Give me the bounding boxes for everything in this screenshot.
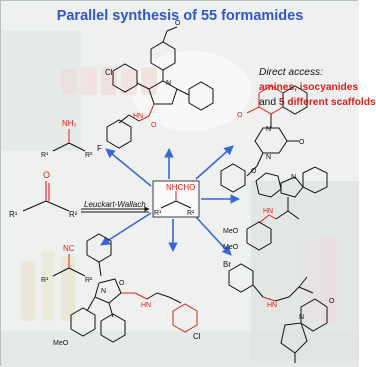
- arrow-to-amine: [105, 148, 152, 187]
- isoquinoline-o2: O: [251, 168, 257, 175]
- center-r2: R²: [187, 210, 195, 217]
- arrow-to-isocyanide: [100, 212, 152, 246]
- pyrrolone-meo: MeO: [53, 340, 69, 347]
- ketone-r2: R²: [69, 210, 78, 219]
- benzodiazepine-n: N: [299, 314, 304, 321]
- lab-background: [1, 1, 359, 367]
- benzimidazole-n: N: [291, 174, 296, 181]
- amine-nh2: NH₂: [62, 119, 77, 128]
- isocyanide-r2: R²: [85, 277, 93, 284]
- amine-r2: R²: [85, 152, 93, 159]
- isoquinoline-n2: N: [266, 154, 271, 161]
- ketone-r1: R¹: [9, 210, 18, 219]
- isoquinoline-scaffold: [220, 85, 308, 193]
- benzimidazole-meo1: MeO: [223, 228, 239, 235]
- direct-access-note: Direct access: amines, isocyanides and 5…: [259, 65, 376, 110]
- isocyanide-r1: R¹: [41, 277, 49, 284]
- arrow-to-isoquinoline: [195, 145, 234, 180]
- pyrrolone-scaffold: [70, 233, 198, 343]
- amine-r1: R¹: [41, 152, 49, 159]
- reaction-name: Leuckart-Wallach: [84, 200, 146, 209]
- benzimidazole-hn: HN: [263, 208, 273, 215]
- isocyanide-structure: [52, 254, 86, 277]
- imidazole-f: F: [97, 144, 102, 153]
- benzodiazepine-scaffold: [228, 263, 328, 363]
- benzodiazepine-br: Br: [223, 260, 231, 269]
- imidazole-o: O: [151, 122, 157, 129]
- pyrrolone-o: O: [119, 280, 125, 287]
- isoquinoline-meo: O: [237, 112, 243, 119]
- leuckart-arrow: [81, 206, 150, 213]
- benzodiazepine-o: O: [329, 298, 335, 305]
- direct-access-heading: Direct access:: [259, 67, 323, 78]
- direct-access-reagents: amines, isocyanides: [259, 82, 359, 93]
- direct-access-scaffolds: 5 different scaffolds: [278, 97, 376, 108]
- pyrrolone-n: N: [101, 288, 106, 295]
- imidazole-scaffold: [106, 26, 214, 149]
- pyrrolone-hn: HN: [141, 302, 151, 309]
- imidazole-cl: Cl: [105, 68, 113, 77]
- imidazole-methoxy: O: [175, 20, 181, 27]
- amine-structure: [52, 129, 86, 152]
- ketone-structure: [22, 181, 70, 212]
- benzodiazepine-hn: HN: [267, 302, 277, 309]
- direct-access-and: and: [259, 97, 276, 108]
- isocyanide-nc: NC: [63, 244, 75, 253]
- imidazole-n: N: [166, 80, 171, 87]
- pyrrolone-cl: Cl: [193, 332, 201, 341]
- benzimidazole-meo2: MeO: [223, 244, 239, 251]
- isoquinoline-o: O: [299, 139, 305, 146]
- benzimidazole-scaffold: [246, 166, 328, 251]
- center-r1: R¹: [154, 210, 162, 217]
- imidazole-hn: HN: [133, 113, 143, 120]
- reaction-scheme: O R¹ R² NHCHO R¹ R²: [9, 20, 335, 363]
- arrow-to-benzodiazepine: [195, 216, 232, 256]
- ketone-oxygen: O: [43, 170, 50, 180]
- center-nhcho: NHCHO: [166, 183, 195, 192]
- isoquinoline-n: N: [266, 126, 271, 133]
- page-title: Parallel synthesis of 55 formamides: [56, 8, 304, 24]
